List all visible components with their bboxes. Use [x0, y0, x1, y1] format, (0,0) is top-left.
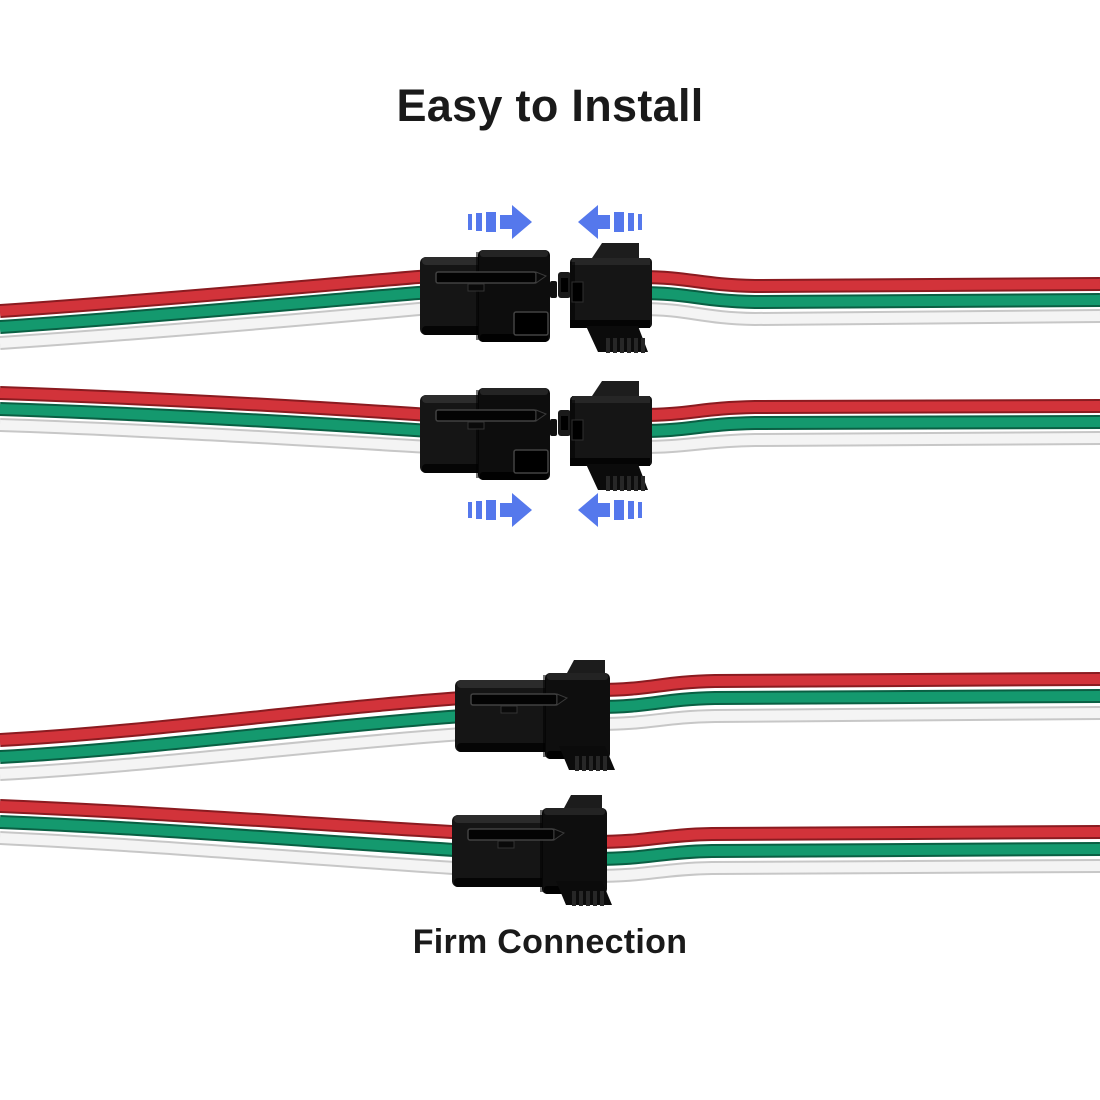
page-title: Easy to Install	[396, 80, 704, 131]
wire-white	[639, 431, 1100, 454]
wire-white	[0, 418, 431, 454]
wire-green	[594, 842, 1100, 866]
push-arrows-row-2	[468, 493, 642, 527]
wire-bundle-right	[594, 825, 1100, 883]
wire-red	[594, 825, 1100, 849]
wire-red	[639, 270, 1100, 294]
wire-white	[597, 706, 1100, 731]
wire-red	[0, 691, 463, 747]
wire-bundle-right	[639, 399, 1100, 454]
wire-white	[594, 859, 1100, 883]
connect-arrow-left-icon	[578, 493, 642, 527]
wire-red	[0, 386, 431, 422]
connected-pair-2	[0, 794, 1100, 907]
wire-green	[597, 689, 1100, 714]
wire-green	[0, 815, 471, 858]
connect-arrow-left-icon	[578, 205, 642, 239]
wire-green	[0, 402, 431, 438]
wire-bundle-left	[0, 799, 471, 876]
wire-white	[0, 831, 471, 876]
male-connector	[419, 249, 558, 343]
female-connector	[557, 242, 653, 354]
connect-arrow-right-icon	[468, 205, 532, 239]
wire-bundle-right	[639, 270, 1100, 327]
wire-green	[0, 285, 431, 334]
caption: Firm Connection	[412, 923, 688, 961]
mated-connector	[454, 659, 616, 772]
wire-red	[597, 672, 1100, 697]
wire-red	[0, 269, 431, 318]
wire-red	[639, 399, 1100, 422]
wire-white	[0, 727, 463, 781]
wire-bundle-left	[0, 269, 431, 350]
wire-green	[0, 709, 463, 764]
wire-bundle-right	[597, 672, 1100, 731]
disconnected-pair-1	[0, 242, 1100, 354]
male-connector	[419, 387, 558, 481]
wire-red	[0, 799, 471, 840]
wire-green	[639, 415, 1100, 438]
connect-arrow-right-icon	[468, 493, 532, 527]
wire-bundle-left	[0, 691, 463, 781]
wire-bundle-left	[0, 386, 431, 454]
mated-connector	[451, 794, 613, 907]
wire-white	[0, 301, 431, 350]
female-connector	[557, 380, 653, 492]
connected-pair-1	[0, 659, 1100, 781]
disconnected-pair-2	[0, 380, 1100, 492]
wire-green	[639, 286, 1100, 310]
wire-white	[639, 302, 1100, 327]
push-arrows-row-1	[468, 205, 642, 239]
